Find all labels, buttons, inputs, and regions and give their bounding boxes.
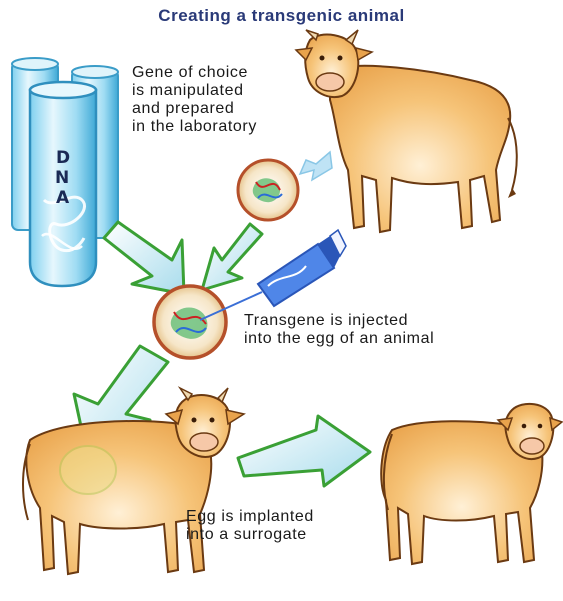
offspring-cow [381,404,562,564]
top-cow [296,30,517,232]
dna-letter-n: N [55,168,69,188]
implant-line-2: into a surrogate [186,526,314,544]
diagram-title: Creating a transgenic animal [0,6,563,26]
egg-cell [154,286,226,358]
arrow-cell-to-egg [202,224,262,290]
gene-choice-line-2: is manipulated [132,82,257,100]
transgene-line-1: Transgene is injected [244,312,434,330]
implant-line-1: Egg is implanted [186,508,314,526]
gene-cell-arrow [300,152,332,180]
transgene-label: Transgene is injected into the egg of an… [244,312,434,348]
gene-choice-line-3: and prepared [132,100,257,118]
gene-choice-line-1: Gene of choice [132,64,257,82]
dna-letter-d: D [56,148,70,168]
transgene-line-2: into the egg of an animal [244,330,434,348]
gene-choice-label: Gene of choice is manipulated and prepar… [132,64,257,136]
dna-letter-a: A [56,188,69,208]
arrow-tube-to-egg [104,222,184,294]
gene-choice-line-4: in the laboratory [132,118,257,136]
arrow-to-offspring [238,416,370,486]
gene-cell [238,160,298,220]
implant-label: Egg is implanted into a surrogate [186,508,314,544]
